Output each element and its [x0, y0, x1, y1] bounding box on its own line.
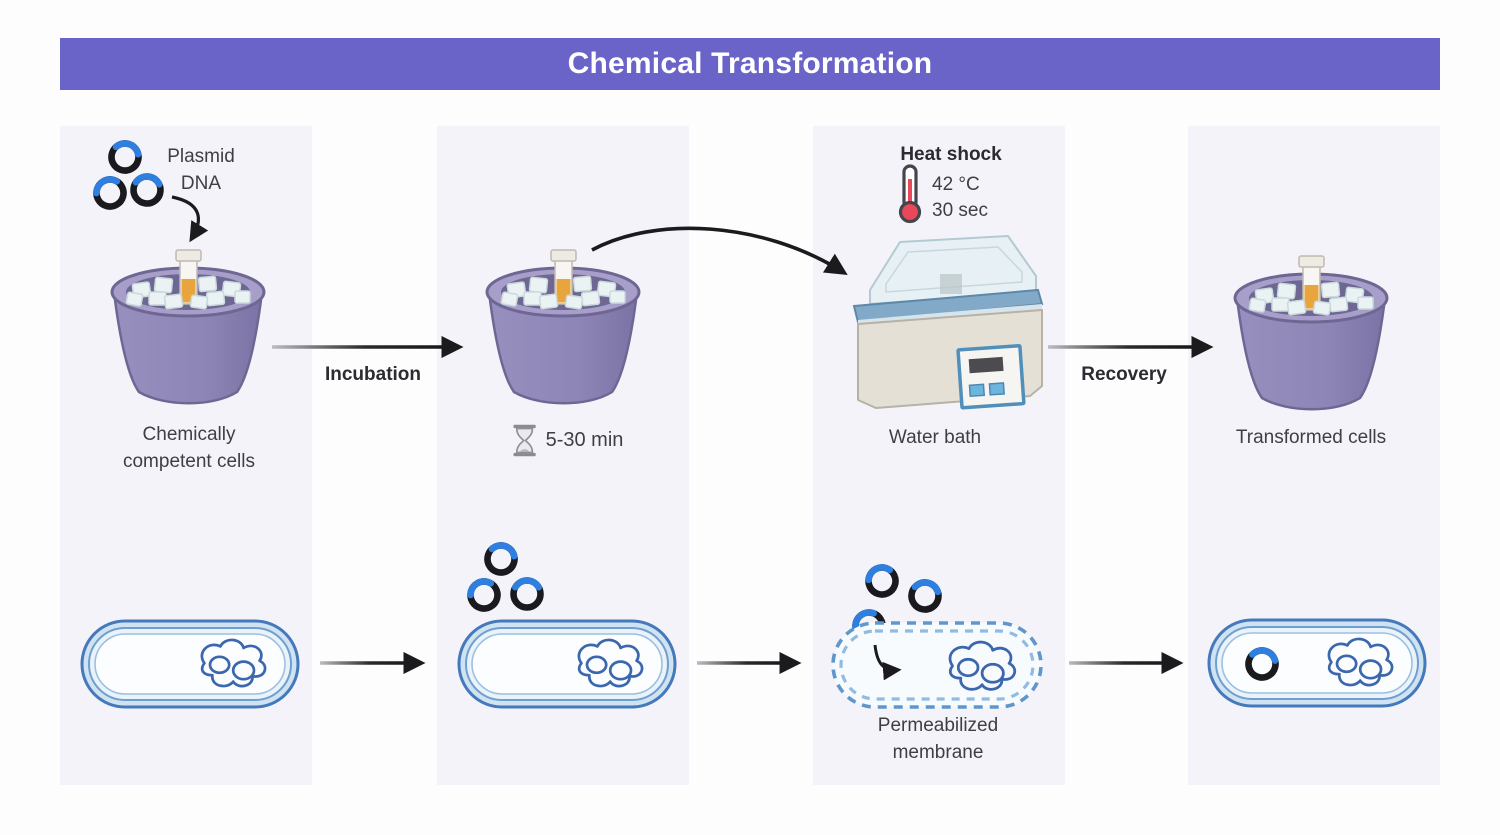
duration-label: 30 sec	[932, 200, 988, 221]
bacterium-icon	[82, 621, 298, 707]
permeabilized-membrane-bacterium-icon	[831, 621, 1043, 709]
hourglass-icon	[513, 424, 536, 457]
transformed-cells-label: Transformed cells	[1235, 427, 1387, 448]
bacterium-icon	[459, 621, 675, 707]
bacterium-icon	[1209, 620, 1425, 706]
incubation-time: 5-30 min	[513, 424, 624, 457]
to-water-bath-arrow-icon	[591, 226, 848, 275]
plasmid-drop-arrow-icon	[171, 195, 209, 243]
plasmid-dna-label: Plasmid DNA	[167, 146, 235, 194]
plasmid-dna-icon	[92, 140, 162, 211]
plasmid-entry-arrow-icon	[873, 644, 902, 681]
heat-shock-label: Heat shock	[900, 144, 1002, 165]
ice-bucket-icon	[1233, 254, 1389, 411]
incubation-label: Incubation	[324, 364, 422, 385]
temperature-label: 42 °C	[932, 174, 980, 195]
plasmid-dna-icon	[466, 542, 541, 613]
recovery-label: Recovery	[1081, 364, 1167, 385]
ice-bucket-icon	[485, 248, 641, 405]
water-bath-icon	[852, 235, 1044, 410]
title-banner: Chemical Transformation	[60, 38, 1440, 90]
competent-cells-label: Chemically competent cells	[122, 424, 256, 472]
permeabilized-membrane-label: Permeabilized membrane	[877, 715, 999, 763]
page-title: Chemical Transformation	[567, 47, 933, 80]
thermometer-icon	[898, 164, 922, 224]
time-label: 5-30 min	[545, 429, 624, 451]
ice-bucket-icon	[110, 248, 266, 405]
water-bath-label: Water bath	[888, 427, 982, 448]
